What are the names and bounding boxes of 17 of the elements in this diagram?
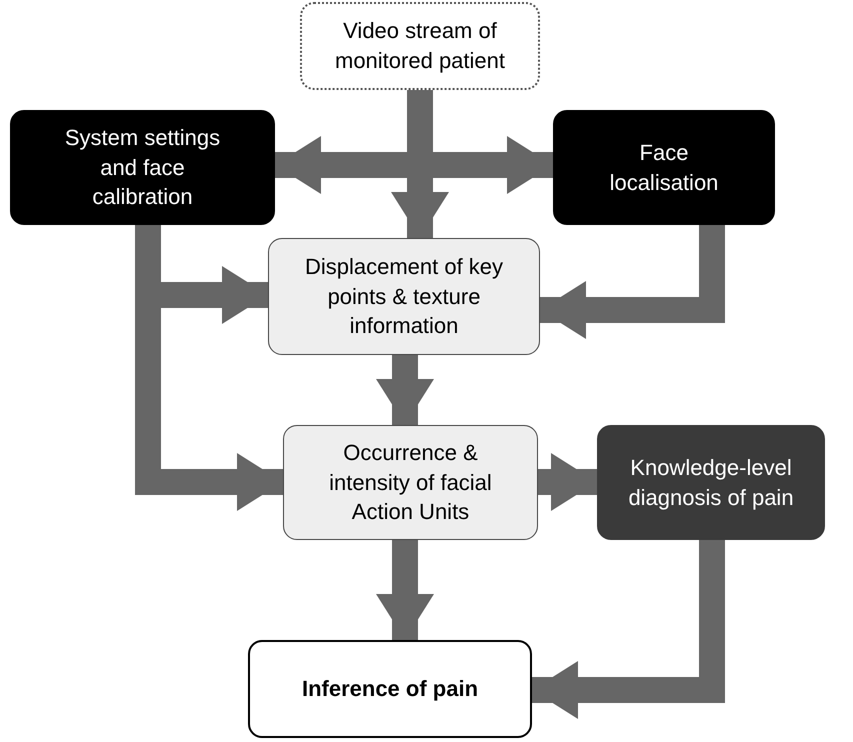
node-label: System settings and face calibration bbox=[64, 124, 222, 212]
process-box bbox=[300, 2, 540, 90]
process-box bbox=[283, 425, 538, 540]
node-label: Occurrence & intensity of facial Action Units bbox=[328, 438, 493, 526]
node-label: Video stream of monitored patient bbox=[334, 17, 506, 75]
node-label: Knowledge-level diagnosis of pain bbox=[627, 454, 795, 512]
result-box bbox=[248, 640, 532, 738]
arrow bbox=[532, 540, 725, 719]
node-label: Face localisation bbox=[610, 138, 718, 196]
node-label: Displacement of key points & texture information bbox=[304, 252, 504, 340]
process-box bbox=[553, 110, 775, 225]
process-box bbox=[268, 238, 540, 355]
arrow bbox=[376, 355, 434, 425]
arrow bbox=[376, 540, 434, 640]
node-label: Inference of pain bbox=[302, 675, 478, 704]
process-box bbox=[597, 425, 825, 540]
process-box bbox=[10, 110, 275, 225]
